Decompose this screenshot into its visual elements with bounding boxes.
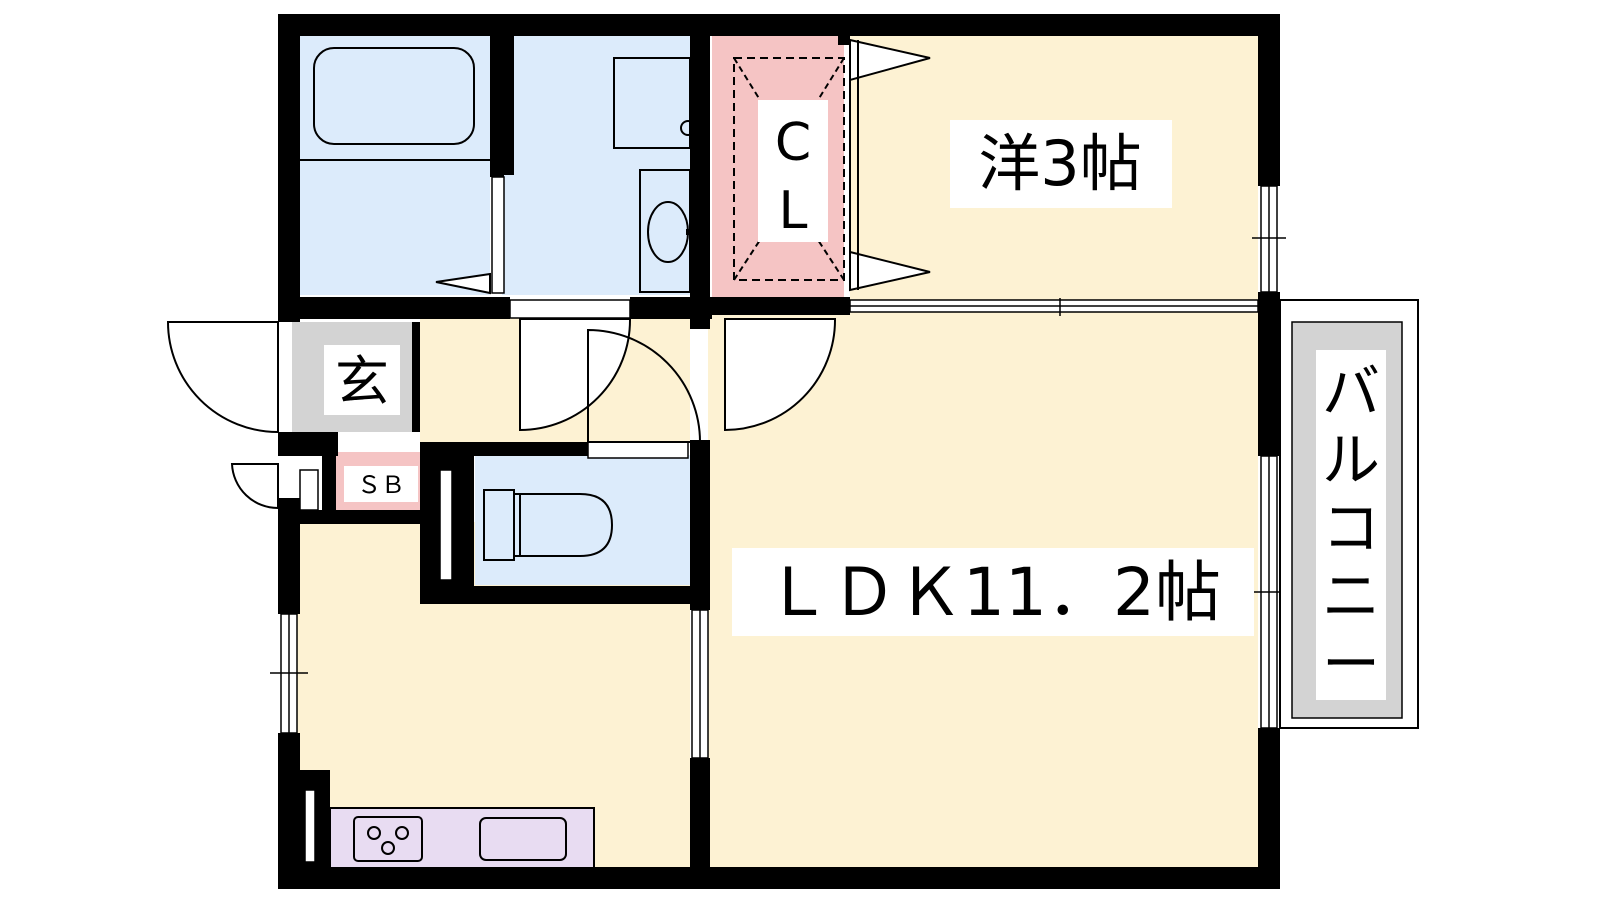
hall-door-2 bbox=[587, 328, 702, 443]
toilet-door-gap bbox=[439, 469, 453, 581]
balcony-char-4: ニ bbox=[1322, 562, 1380, 630]
wall-toilet-bottom bbox=[420, 586, 710, 604]
toilet-floor bbox=[475, 455, 690, 585]
bath-door bbox=[435, 272, 491, 295]
wall-ldk-divider-top bbox=[690, 440, 710, 610]
washing-machine-dial bbox=[680, 120, 696, 136]
labels: 洋3帖 C L ＬＤＫ11．2帖 玄 ＳＢ バ ル コ ニ ー bbox=[335, 113, 1380, 698]
closet-inner bbox=[733, 57, 845, 281]
walls bbox=[278, 14, 1280, 889]
balcony-char-1: バ bbox=[1322, 358, 1380, 426]
washing-machine bbox=[613, 57, 691, 149]
wall-right-mid bbox=[1258, 292, 1280, 456]
balcony-char-2: ル bbox=[1322, 426, 1380, 494]
windows bbox=[270, 176, 1286, 759]
ldk-door bbox=[724, 318, 837, 432]
wall-left-upper bbox=[278, 14, 300, 322]
stove bbox=[353, 816, 423, 862]
burner-1 bbox=[367, 826, 381, 840]
wall-left-mid2 bbox=[278, 498, 300, 614]
front-door bbox=[166, 321, 279, 434]
wall-right-lower bbox=[1258, 728, 1280, 889]
closet-label-c: C bbox=[775, 113, 811, 173]
wall-left-lower bbox=[278, 733, 300, 889]
balcony-char-5: ー bbox=[1322, 630, 1380, 698]
kitchen-sink bbox=[479, 817, 567, 861]
bath-divider-window bbox=[491, 176, 505, 294]
entrance-label: 玄 bbox=[335, 350, 389, 413]
burner-3 bbox=[381, 841, 395, 855]
shoe-box-label: ＳＢ bbox=[357, 471, 405, 499]
hall-door-1 bbox=[519, 318, 632, 432]
western-room-label: 洋3帖 bbox=[978, 127, 1141, 200]
sb-left-gap bbox=[299, 469, 319, 511]
fixtures bbox=[292, 47, 845, 869]
kitchen-wall-gap bbox=[304, 789, 316, 863]
wall-bath-divider bbox=[490, 35, 504, 177]
ldk-label: ＬＤＫ11．2帖 bbox=[765, 554, 1221, 631]
wall-hall-right bbox=[690, 319, 710, 329]
balcony-label-bg bbox=[1316, 350, 1386, 700]
wall-sb-left bbox=[322, 432, 336, 522]
doors bbox=[166, 38, 931, 510]
wall-bottom bbox=[278, 867, 1280, 889]
wall-right-upper bbox=[1258, 14, 1280, 186]
wall-top bbox=[278, 14, 1280, 36]
bath-door-opening bbox=[509, 299, 631, 319]
closet-label-l: L bbox=[779, 181, 808, 241]
washroom-floor bbox=[502, 35, 690, 295]
balcony-char-3: コ bbox=[1322, 494, 1380, 562]
wall-bath-divider-stub bbox=[504, 35, 514, 175]
burner-2 bbox=[395, 826, 409, 840]
wall-bath-bottom bbox=[278, 297, 510, 319]
bath-floor bbox=[292, 35, 490, 295]
toilet-bowl bbox=[513, 493, 614, 557]
bathtub bbox=[313, 47, 475, 145]
label-backgrounds bbox=[324, 100, 1254, 636]
sb-door bbox=[230, 463, 279, 510]
wall-sb-bottom bbox=[278, 510, 428, 524]
balcony bbox=[1279, 299, 1419, 729]
wall-ldk-divider-bottom bbox=[690, 758, 710, 868]
hall-lower-opening bbox=[587, 441, 689, 459]
wall-openings bbox=[299, 469, 453, 863]
wall-closet-bottom bbox=[708, 297, 850, 315]
wall-wash-closet bbox=[690, 35, 710, 317]
wall-entrance-right bbox=[412, 322, 420, 432]
wall-closet-right bbox=[838, 35, 850, 45]
